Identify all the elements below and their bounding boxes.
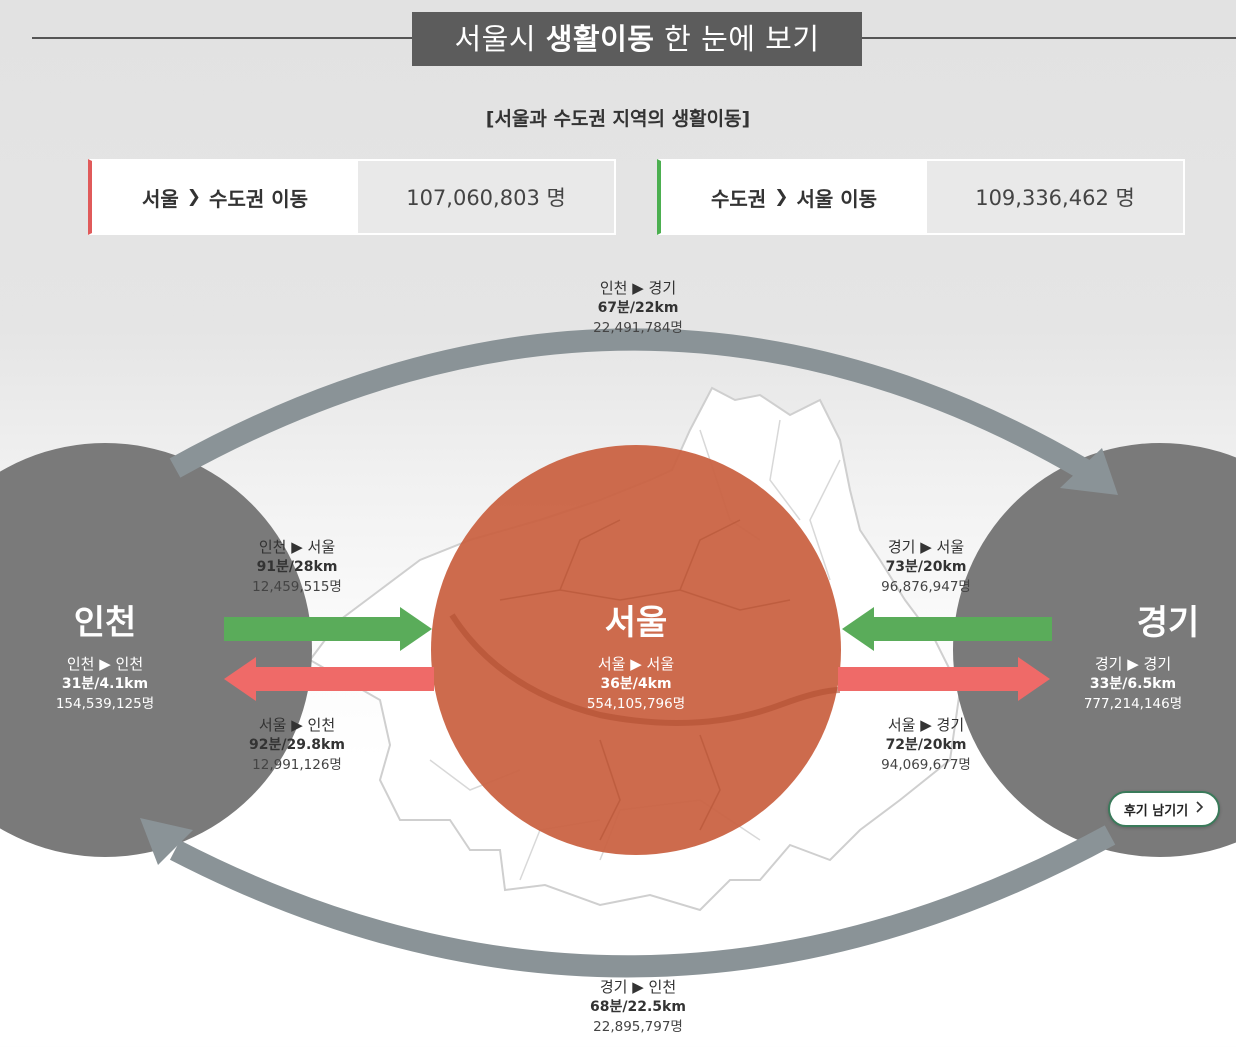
flow-incheon-gyeonggi: 인천 ▶ 경기 67분/22km 22,491,784명 <box>593 279 683 336</box>
section-subtitle: [서울과 수도권 지역의 생활이동] <box>485 108 751 130</box>
page-title: 서울시 생활이동 한 눈에 보기 <box>412 12 862 66</box>
summary-label: 서울 ❯ 수도권 이동 <box>92 161 358 233</box>
city-name-gyeonggi: 경기 <box>1136 603 1200 643</box>
arc-arrowhead-right <box>1060 448 1118 495</box>
arrow-gyeonggi-to-seoul-head <box>842 607 874 651</box>
seoul-circle <box>431 445 841 855</box>
arrow-incheon-to-seoul-shaft <box>224 617 404 641</box>
summary-seoul-to-capital: 서울 ❯ 수도권 이동 107,060,803 명 <box>88 159 616 235</box>
chevron-right-icon: ❯ <box>774 187 789 207</box>
flow-seoul-seoul: 서울 ▶ 서울 36분/4km 554,105,796명 <box>586 655 686 712</box>
flow-gyeonggi-gyeonggi: 경기 ▶ 경기 33분/6.5km 777,214,146명 <box>1083 655 1183 712</box>
title-rule-right <box>860 37 1236 39</box>
city-name-incheon: 인천 <box>73 603 137 643</box>
chevron-right-icon: ❯ <box>186 187 202 207</box>
incheon-circle <box>0 443 312 857</box>
summary-label: 수도권 ❯ 서울 이동 <box>661 161 927 233</box>
title-rule-left <box>32 37 414 39</box>
arc-incheon-to-gyeonggi <box>169 328 1091 480</box>
arrow-seoul-to-gyeonggi-head <box>1018 657 1050 701</box>
arrow-gyeonggi-to-seoul-shaft <box>870 617 1052 641</box>
flow-seoul-gyeonggi: 서울 ▶ 경기 72분/20km 94,069,677명 <box>881 716 971 773</box>
arrow-seoul-to-gyeonggi-shaft <box>838 667 1022 691</box>
flow-incheon-incheon: 인천 ▶ 인천 31분/4.1km 154,539,125명 <box>55 655 155 712</box>
han-river-line <box>449 613 841 726</box>
arc-gyeonggi-to-incheon <box>169 825 1116 978</box>
summary-value: 107,060,803 명 <box>406 186 566 210</box>
summary-value: 109,336,462 명 <box>975 186 1135 210</box>
arrow-seoul-to-incheon-shaft <box>252 667 434 691</box>
flow-seoul-incheon: 서울 ▶ 인천 92분/29.8km 12,991,126명 <box>249 716 345 773</box>
chevron-right-icon <box>1196 801 1204 817</box>
flow-gyeonggi-incheon: 경기 ▶ 인천 68분/22.5km 22,895,797명 <box>590 978 686 1035</box>
map-district-line <box>499 519 791 841</box>
arc-arrowhead-left <box>140 818 193 865</box>
flow-gyeonggi-seoul: 경기 ▶ 서울 73분/20km 96,876,947명 <box>881 538 971 595</box>
arrow-incheon-to-seoul-head <box>400 607 432 651</box>
flow-incheon-seoul: 인천 ▶ 서울 91분/28km 12,459,515명 <box>252 538 342 595</box>
gyeonggi-circle <box>953 443 1236 857</box>
review-button-label: 후기 남기기 <box>1123 803 1189 819</box>
summary-capital-to-seoul: 수도권 ❯ 서울 이동 109,336,462 명 <box>657 159 1185 235</box>
city-name-seoul: 서울 <box>604 603 668 643</box>
arrow-seoul-to-incheon-head <box>224 657 256 701</box>
leave-review-button[interactable]: 후기 남기기 <box>1108 791 1220 827</box>
